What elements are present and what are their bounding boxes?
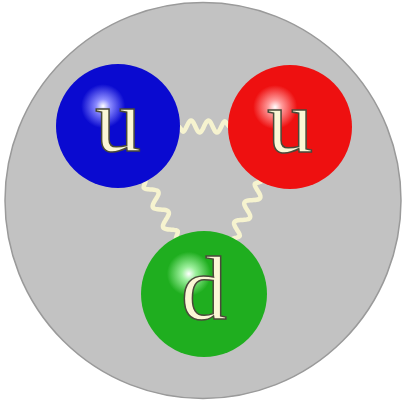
quark-circle: u bbox=[228, 65, 352, 189]
quark-circle: d bbox=[141, 231, 267, 357]
quark-letter: u bbox=[267, 75, 313, 167]
gluon-line bbox=[232, 180, 263, 239]
gluon-line bbox=[144, 179, 178, 239]
quark-circle: u bbox=[56, 64, 180, 188]
proton-body bbox=[5, 3, 401, 399]
quark-letter: u bbox=[95, 74, 141, 166]
quark-letter: d bbox=[181, 242, 227, 334]
gluon-line bbox=[178, 120, 230, 132]
